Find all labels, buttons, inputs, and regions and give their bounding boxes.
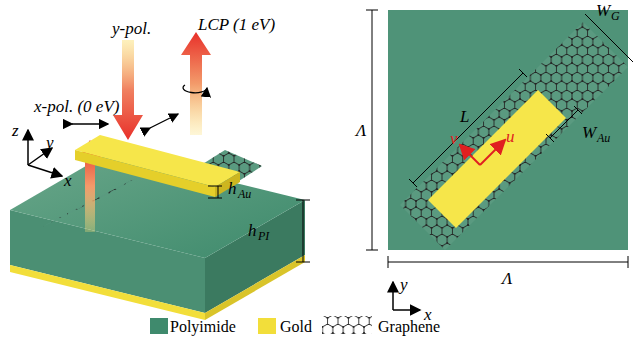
legend-text: Gold	[280, 319, 312, 335]
label: y	[400, 276, 408, 293]
legend-swatch	[258, 318, 276, 334]
label: LCP (1 eV)	[198, 16, 275, 33]
label: W	[582, 124, 596, 141]
label: y-pol.	[112, 20, 151, 37]
label: u	[506, 128, 515, 145]
label: h	[248, 222, 257, 239]
label: y	[46, 134, 54, 151]
label: x	[64, 172, 72, 189]
legend-text: Graphene	[378, 319, 440, 335]
legend-text: Polyimide	[170, 319, 236, 335]
label: L	[460, 108, 469, 125]
label: PI	[258, 230, 269, 242]
label: Λ	[502, 270, 512, 287]
label: v	[450, 130, 458, 147]
label: Au	[238, 188, 251, 200]
label: x-pol. (0 eV)	[34, 98, 119, 115]
label: Λ	[356, 122, 366, 139]
label: G	[611, 10, 620, 22]
legend-swatch	[150, 318, 168, 334]
label: z	[12, 122, 19, 139]
label: Au	[597, 132, 610, 144]
label: W	[596, 2, 610, 19]
label: h	[228, 180, 237, 197]
